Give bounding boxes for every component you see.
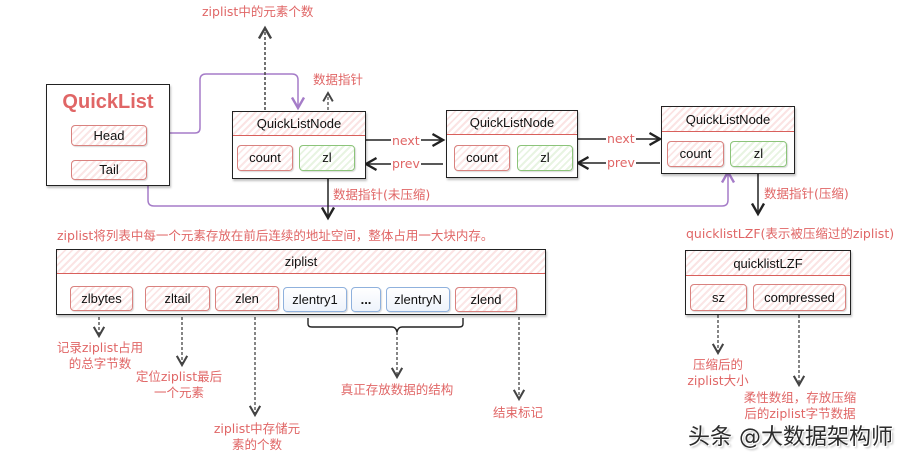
- uncompressed-pointer-label: 数据指针(未压缩): [333, 187, 431, 202]
- node-title: QuickListNode: [233, 112, 365, 136]
- node-zl-field[interactable]: zl: [517, 145, 573, 171]
- entries-brace: [307, 318, 464, 333]
- quicklist-node-2: QuickListNode count zl: [446, 110, 578, 178]
- sz-desc: 压缩后的 ziplist大小: [670, 357, 766, 389]
- zltail-desc-line2: 一个元素: [153, 385, 204, 400]
- lzf-desc-label: quicklistLZF(表示被压缩过的ziplist): [686, 226, 895, 241]
- zltail-desc-line1: 定位ziplist最后: [135, 369, 223, 384]
- entries-desc: 真正存放数据的结构: [340, 382, 454, 397]
- ziplist-box: ziplist zlbytes zltail zlen zlentry1 ...…: [56, 249, 546, 315]
- compressed-desc-line1: 柔性数组，存放压缩: [743, 390, 857, 405]
- zlend-desc: 结束标记: [492, 405, 543, 420]
- watermark: 头条 @大数据架构师: [688, 425, 893, 450]
- count-desc-label: ziplist中的元素个数: [202, 4, 314, 19]
- compressed-desc-line2: 后的ziplist字节数据: [744, 406, 856, 421]
- zllen-desc: ziplist中存储元 素的个数: [202, 421, 312, 453]
- tail-field[interactable]: Tail: [71, 160, 147, 180]
- node-count-field[interactable]: count: [237, 145, 293, 171]
- zltail-desc: 定位ziplist最后 一个元素: [124, 369, 234, 401]
- ziplist-title: ziplist: [57, 250, 545, 274]
- node-zl-field[interactable]: zl: [299, 145, 355, 171]
- compressed-pointer-label: 数据指针(压缩): [764, 186, 849, 201]
- quicklistlzf-box: quicklistLZF sz compressed: [685, 250, 851, 315]
- zlbytes-field[interactable]: zlbytes: [70, 286, 133, 311]
- next-label-2: next: [606, 131, 636, 147]
- zltail-field[interactable]: zltail: [145, 286, 210, 311]
- head-pointer-line: [170, 73, 306, 134]
- node-count-field[interactable]: count: [667, 141, 724, 167]
- zlbytes-desc: 记录ziplist占用 的总字节数: [50, 340, 150, 372]
- sz-desc-line1: 压缩后的: [692, 357, 743, 372]
- tail-pointer-line: [147, 169, 736, 207]
- quicklist-node-3: QuickListNode count zl: [661, 106, 795, 174]
- zlbytes-desc-line2: 的总字节数: [68, 356, 132, 371]
- quicklist-title: QuickList: [62, 91, 154, 113]
- prev-label-1: prev: [391, 156, 421, 172]
- zlentry1-field[interactable]: zlentry1: [283, 287, 347, 312]
- ellipsis-field[interactable]: ...: [351, 287, 381, 312]
- zlend-field[interactable]: zlend: [455, 287, 517, 312]
- node-title: QuickListNode: [662, 107, 794, 132]
- node-title: QuickListNode: [447, 111, 577, 135]
- compressed-desc: 柔性数组，存放压缩 后的ziplist字节数据: [730, 390, 870, 422]
- prev-label-2: prev: [606, 155, 636, 171]
- data-pointer-label: 数据指针: [313, 72, 364, 87]
- compressed-field[interactable]: compressed: [753, 284, 846, 311]
- sz-desc-line2: ziplist大小: [687, 373, 749, 388]
- node-zl-field[interactable]: zl: [730, 141, 787, 167]
- sz-field[interactable]: sz: [690, 284, 747, 311]
- ziplist-desc-label: ziplist将列表中每一个元素存放在前后连续的地址空间，整体占用一大块内存。: [57, 228, 494, 243]
- node-count-field[interactable]: count: [454, 145, 510, 171]
- quicklist-node-1: QuickListNode count zl: [232, 111, 366, 179]
- next-label-1: next: [391, 133, 421, 149]
- zlbytes-desc-line1: 记录ziplist占用: [56, 340, 144, 355]
- zllen-desc-line2: 素的个数: [231, 437, 282, 452]
- zllen-desc-line1: ziplist中存储元: [213, 421, 301, 436]
- lzf-title: quicklistLZF: [686, 251, 850, 276]
- head-field[interactable]: Head: [71, 125, 147, 146]
- quicklist-box: QuickList Head Tail: [46, 84, 170, 186]
- zlentryN-field[interactable]: zlentryN: [386, 287, 450, 312]
- zllen-field[interactable]: zlen: [215, 286, 279, 311]
